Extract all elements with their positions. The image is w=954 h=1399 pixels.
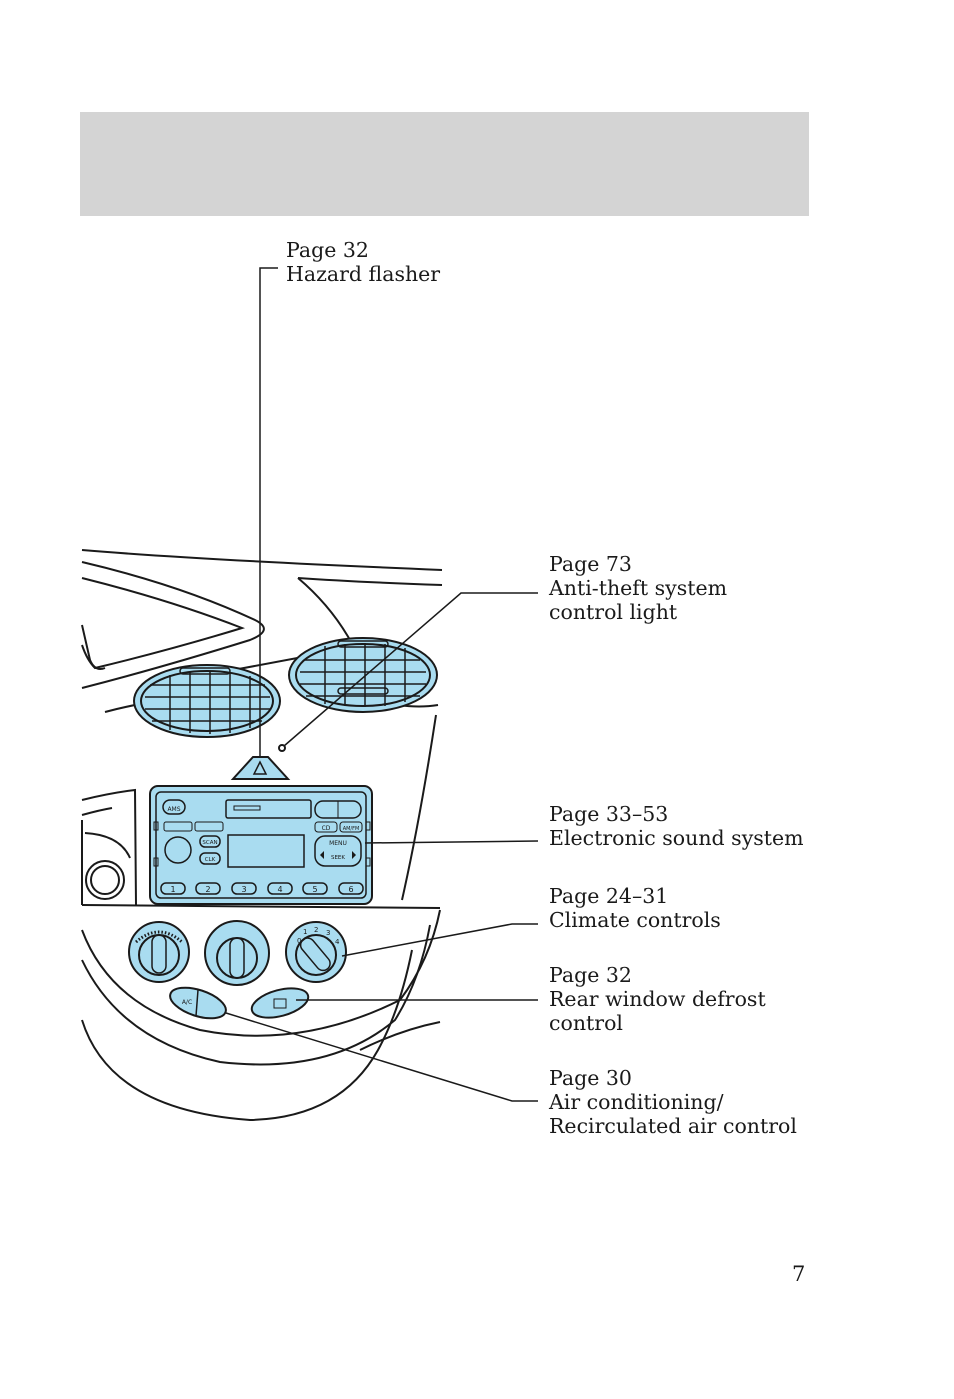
preset-2-label: 2 <box>205 885 210 894</box>
ac-button-label: A/C <box>182 999 192 1006</box>
sound-system-leader <box>364 840 539 844</box>
callout-rear-defrost: Page 32 Rear window defrost control <box>549 963 766 1035</box>
anti-theft-leader <box>283 592 538 747</box>
callout-text: Climate controls <box>549 908 721 932</box>
preset-buttons: 1 2 3 4 5 6 <box>160 882 364 895</box>
menu-button-label: MENU <box>329 840 347 847</box>
callout-text: Recirculated air control <box>549 1114 797 1138</box>
climate-leader <box>341 923 538 957</box>
right-air-vent <box>288 637 438 713</box>
fan-speed-1-label: 1 <box>303 928 307 936</box>
callout-text: Anti-theft system <box>549 576 728 600</box>
ac-leader <box>225 1012 538 1102</box>
callout-text: control <box>549 1011 623 1035</box>
callout-text: Hazard flasher <box>286 262 441 286</box>
clk-button-label: CLK <box>205 857 216 863</box>
preset-1-label: 1 <box>170 885 175 894</box>
hazard-leader <box>259 267 278 758</box>
ac-recirc-button: A/C <box>169 986 227 1020</box>
fan-speed-4-label: 4 <box>335 938 340 946</box>
fan-speed-knob: 0 1 2 3 4 <box>285 921 347 983</box>
callout-text: Air conditioning/ <box>549 1090 724 1114</box>
header-bar <box>80 112 809 216</box>
callout-text: Rear window defrost <box>549 987 766 1011</box>
callout-page: Page 32 <box>286 238 369 262</box>
anti-theft-light <box>278 744 286 752</box>
rear-defrost-button <box>250 987 310 1019</box>
ams-button-label: AMS <box>167 806 180 813</box>
hazard-flasher-button <box>230 756 291 780</box>
preset-6-label: 6 <box>348 885 353 894</box>
callout-text: control light <box>549 600 678 624</box>
page-number: 7 <box>792 1262 806 1286</box>
left-air-vent <box>133 664 281 738</box>
cd-button-label: CD <box>322 825 331 832</box>
preset-4-label: 4 <box>277 885 282 894</box>
callout-page: Page 32 <box>549 963 632 987</box>
am-fm-button-label: AM/FM <box>343 826 360 832</box>
scan-button-label: SCAN <box>202 840 217 846</box>
callout-text: Electronic sound system <box>549 826 804 850</box>
callout-hazard-flasher: Page 32 Hazard flasher <box>286 238 440 286</box>
seek-button-label: SEEK <box>331 855 345 861</box>
callout-page: Page 73 <box>549 552 632 576</box>
callout-page: Page 30 <box>549 1066 632 1090</box>
callout-sound-system: Page 33–53 Electronic sound system <box>549 802 804 850</box>
fan-speed-2-label: 2 <box>314 926 318 934</box>
preset-5-label: 5 <box>312 885 317 894</box>
preset-3-label: 3 <box>241 885 246 894</box>
callout-anti-theft: Page 73 Anti-theft system control light <box>549 552 727 624</box>
air-distribution-knob <box>204 920 270 986</box>
callout-page: Page 24–31 <box>549 884 669 908</box>
callout-air-conditioning: Page 30 Air conditioning/ Recirculated a… <box>549 1066 797 1138</box>
leader-lines <box>225 267 539 1102</box>
radio-unit: AMS SCAN CLK CD AM/FM MENU SEEK 1 2 3 4 … <box>149 785 373 905</box>
callout-climate-controls: Page 24–31 Climate controls <box>549 884 721 932</box>
callout-page: Page 33–53 <box>549 802 669 826</box>
temperature-knob <box>128 921 190 983</box>
fan-speed-3-label: 3 <box>326 929 330 937</box>
fan-speed-0-label: 0 <box>297 937 301 945</box>
